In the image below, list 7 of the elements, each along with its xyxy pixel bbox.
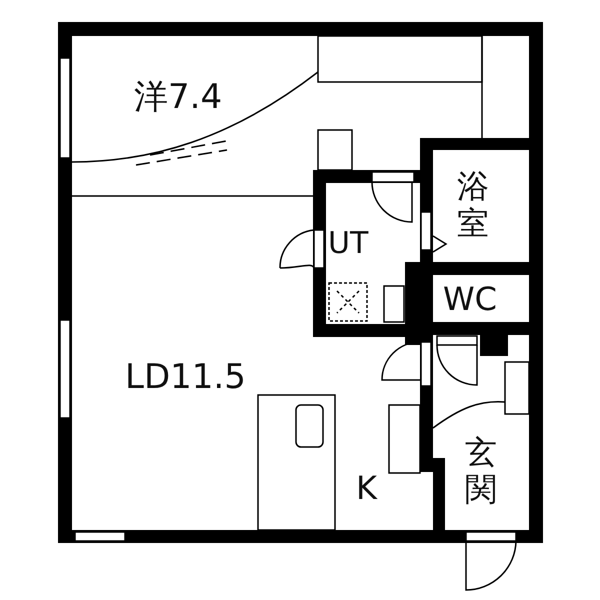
room-label: K [356,472,377,504]
room-label: WC [443,283,497,315]
room-label: UT [328,229,368,259]
room-label: 玄関 [465,434,498,508]
room-label: LD11.5 [125,360,246,394]
room-label: 洋7.4 [134,80,222,114]
room-label: 浴室 [457,168,490,242]
